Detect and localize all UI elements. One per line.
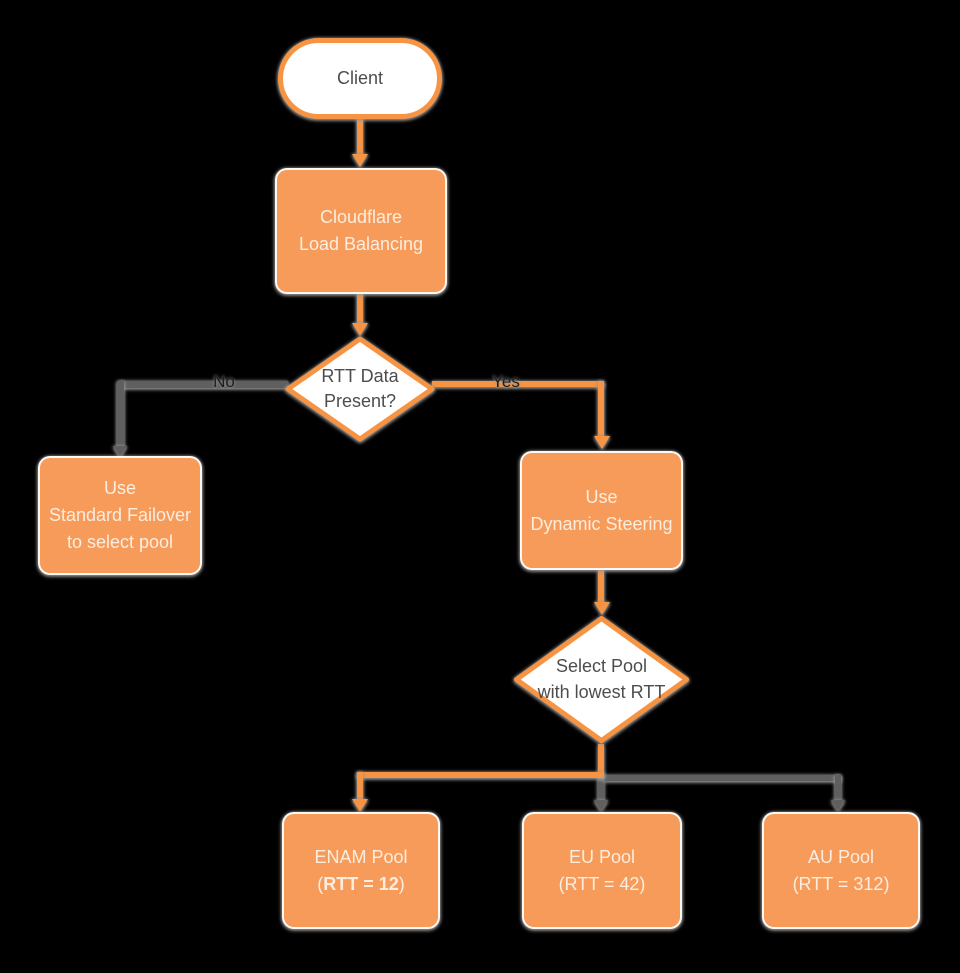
node-select-pool-line2: with lowest RTT — [537, 681, 666, 702]
edge-yes-hline — [432, 381, 604, 387]
node-enam-pool-paren-open: ( — [317, 873, 324, 894]
edge-enam-arrowhead — [352, 799, 368, 812]
node-dynamic-steering-line1: Use — [585, 486, 618, 507]
node-load-balancer: Cloudflare Load Balancing — [275, 168, 447, 294]
edge-no-hline — [120, 381, 288, 388]
node-select-pool-line1: Select Pool — [555, 656, 648, 677]
edge-select-stem-line — [598, 744, 604, 778]
node-standard-failover: Use Standard Failover to select pool — [38, 456, 202, 575]
node-enam-pool-line1: ENAM Pool — [314, 846, 408, 867]
edge-lb-rtt-arrowhead — [352, 323, 368, 336]
node-load-balancer-line2: Load Balancing — [298, 234, 424, 254]
node-standard-failover-line2: Standard Failover — [48, 505, 192, 525]
node-enam-pool-rtt-value: RTT = 12 — [323, 873, 399, 894]
node-rtt-decision: RTT Data Present? — [285, 336, 435, 442]
node-eu-pool-line2: (RTT = 42) — [558, 873, 646, 894]
edge-eu-vline — [598, 778, 604, 800]
node-client-label: Client — [336, 68, 384, 88]
node-rtt-decision-text: RTT Data Present? — [285, 336, 435, 442]
node-eu-pool: EU Pool (RTT = 42) — [522, 812, 682, 929]
node-select-pool: Select Pool with lowest RTT — [513, 615, 690, 744]
edge-label-no: No — [213, 372, 235, 391]
node-load-balancer-line1: Cloudflare — [319, 207, 403, 227]
node-au-pool: AU Pool (RTT = 312) — [762, 812, 920, 929]
node-dynamic-steering-line2: Dynamic Steering — [530, 513, 673, 534]
edge-au-arrowhead — [831, 800, 845, 811]
rtt-decision-diamond-shape — [285, 336, 435, 442]
edge-no-vline — [117, 381, 124, 447]
edge-lb-rtt-line — [357, 293, 363, 324]
edge-dyn-select-line — [598, 570, 604, 603]
node-au-pool-line2: (RTT = 312) — [792, 873, 890, 894]
node-rtt-decision-line1: RTT Data — [321, 365, 399, 386]
edge-client-lb-arrowhead — [352, 154, 368, 167]
edge-enam-vline — [357, 772, 363, 799]
edge-client-lb-line — [357, 118, 363, 155]
edge-yes-vline — [598, 381, 604, 437]
node-standard-failover-line1: Use — [103, 478, 136, 498]
node-dynamic-steering: Use Dynamic Steering — [520, 451, 683, 570]
node-standard-failover-line3: to select pool — [66, 532, 174, 552]
edge-au-hline — [604, 775, 841, 781]
select-pool-diamond-shape — [514, 616, 689, 743]
edge-au-vline — [835, 775, 841, 800]
edge-no-arrowhead — [113, 446, 127, 457]
node-enam-pool-line2: (RTT = 12) — [317, 871, 405, 898]
node-enam-pool-paren-close: ) — [398, 873, 405, 894]
node-au-pool-line1: AU Pool — [807, 846, 875, 867]
edge-dyn-select-arrowhead — [594, 602, 610, 615]
edge-enam-hline — [357, 772, 604, 778]
node-rtt-decision-line2: Present? — [323, 391, 397, 411]
node-client: Client — [278, 38, 442, 119]
node-select-pool-text: Select Pool with lowest RTT — [513, 615, 690, 744]
edge-yes-arrowhead — [594, 436, 610, 449]
node-eu-pool-line1: EU Pool — [568, 846, 636, 867]
node-enam-pool: ENAM Pool (RTT = 12) — [282, 812, 440, 929]
edge-eu-arrowhead — [594, 800, 608, 811]
edge-label-yes: Yes — [492, 372, 520, 391]
